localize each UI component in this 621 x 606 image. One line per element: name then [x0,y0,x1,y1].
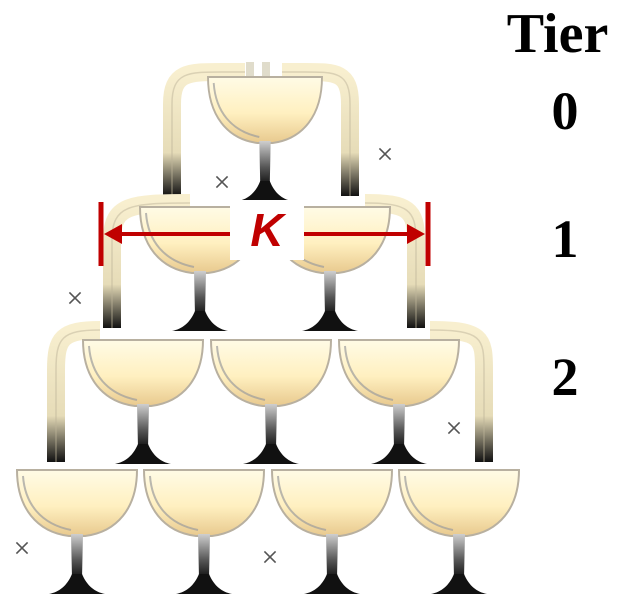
sparkle-icon [263,550,277,564]
champagne-glass [271,469,393,595]
pour-spout-outline [55,329,101,462]
champagne-glass [398,469,520,595]
champagne-glass [16,469,138,595]
sparkle-icon [68,291,82,305]
pour-spout-outline [282,71,351,196]
champagne-glass [338,339,460,465]
sparkle-icon [447,421,461,435]
tier-1-label: 1 [551,209,579,269]
sparkle-icon [378,147,392,161]
top-connector [246,62,254,76]
sparkle-icon [15,541,29,555]
pour-spout-outline [429,329,485,462]
tier-0-label: 0 [551,81,579,141]
dimension-label-k: K [230,200,304,260]
glass-tower [15,62,520,595]
pour-spout-outline [171,71,245,196]
tier-heading: Tier [506,3,609,65]
dimension-arrowhead-left [104,224,122,244]
champagne-glass [82,339,204,465]
champagne-glass [143,469,265,595]
champagne-glass [210,339,332,465]
dimension-arrowhead-right [407,224,425,244]
top-connector [262,62,270,76]
sparkle-icon [215,175,229,189]
champagne-glass [207,76,323,202]
tier-2-label: 2 [551,347,579,407]
